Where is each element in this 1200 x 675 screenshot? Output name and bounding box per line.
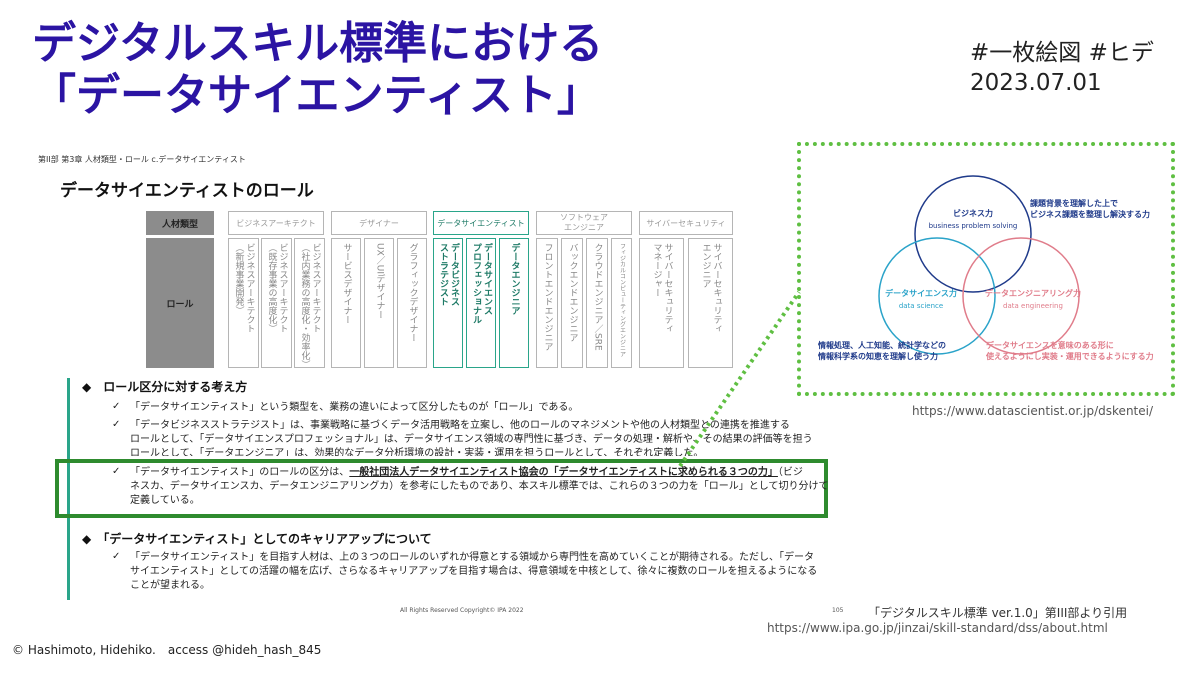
venn-note-business: 課題背景を理解した上で ビジネス課題を整理し解決する力: [1030, 199, 1150, 219]
citation-line-2: https://www.ipa.go.jp/jinzai/skill-stand…: [767, 621, 1108, 635]
bullet-text: 「データサイエンティスト」を目指す人材は、上の３つのロールのいずれか得意とする領…: [130, 552, 814, 563]
venn-note-science: 情報処理、人工知能、統計学などの 情報科学系の知恵を理解し使う力: [818, 341, 946, 361]
venn-box: [797, 142, 1175, 396]
bullet-text: サイエンティスト」としての活躍の幅を広げ、さらなるキャリアアップを目指す場合は、…: [130, 566, 818, 577]
bullet-text: ロールとして、「データエンジニア」は、効果的なデータ分析環境の設計・実装・運用を…: [130, 448, 704, 456]
role-box: フロントエンドエンジニア: [536, 238, 558, 368]
page-number: 105: [832, 607, 844, 614]
role-label: ビジネスアーキテクト （新規事業開発）: [233, 243, 255, 333]
venn-science-ja: データサイエンス力: [885, 288, 957, 298]
venn-science-en: data science: [899, 302, 943, 310]
role-box-data-business-strategist: データビジネス ストラテジスト: [433, 238, 463, 368]
role-label: データエンジニア: [509, 243, 520, 315]
venn-diagram: ビジネス力 business problem solving データサイエンス力…: [878, 175, 1081, 355]
highlight-text-pre: 「データサイエンティスト」のロールの区分は、: [130, 467, 350, 478]
dss-source-url: https://www.datascientist.or.jp/dskentei…: [912, 404, 1154, 418]
role-label: クラウドエンジニア／SRE: [592, 243, 603, 351]
circle-business: [914, 175, 1032, 293]
highlight-text-post: （ビジ: [777, 467, 803, 478]
bullet-text: ロールとして、「データサイエンスプロフェッショナル」は、データサイエンス領域の専…: [130, 434, 813, 445]
venn-engineering-ja: データエンジニアリング力: [985, 288, 1081, 298]
roles-heading: データサイエンティストのロール: [60, 181, 314, 201]
role-label: ビジネスアーキテクト （社内業務の高度化・効率化）: [299, 243, 321, 369]
role-box: ビジネスアーキテクト （新規事業開発）: [228, 238, 259, 368]
row-label-type: 人材類型: [146, 211, 214, 235]
role-box: クラウドエンジニア／SRE: [586, 238, 608, 368]
role-label: サイバーセキュリティ エンジニア: [700, 243, 722, 333]
venn-engineering-en: data engineering: [1003, 302, 1063, 310]
tags-block: #一枚絵図 #ヒデ 2023.07.01: [970, 38, 1154, 98]
role-box: ビジネスアーキテクト （既存事業の高度化）: [261, 238, 292, 368]
date: 2023.07.01: [970, 70, 1102, 96]
role-label: UX／UIデザイナー: [374, 243, 385, 319]
role-box: サービスデザイナー: [331, 238, 361, 368]
check-icon: ✓: [112, 551, 121, 562]
role-label: データビジネス ストラテジスト: [438, 243, 459, 306]
role-box-data-engineer: データエンジニア: [499, 238, 529, 368]
role-box-data-science-professional: データサイエンス プロフェッショナル: [466, 238, 496, 368]
role-box: フィジカルコンピューティングエンジニア: [611, 238, 632, 368]
section-title-role-division: ◆ ロール区分に対する考え方: [82, 380, 248, 394]
highlight-box: [55, 459, 828, 518]
category-cyber-security: サイバーセキュリティ: [639, 211, 733, 235]
check-icon: ✓: [112, 466, 121, 477]
bullet-text: ことが望まれる。: [130, 580, 210, 591]
check-icon: ✓: [112, 401, 121, 412]
title-line-2: 「データサイエンティスト」: [32, 70, 601, 121]
category-data-scientist: データサイエンティスト: [433, 211, 529, 235]
highlight-line-2: ネスカ、データサイエンスカ、データエンジニアリングカ）を参考にしたものであり、本…: [130, 481, 829, 492]
category-business-architect: ビジネスアーキテクト: [228, 211, 324, 235]
category-designer: デザイナー: [331, 211, 427, 235]
title-line-1: デジタルスキル標準における: [32, 18, 604, 69]
venn-note-engineering: データサイエンスを意味のある形に 使えるようにし実装・運用できるようにする力: [986, 341, 1154, 361]
role-box: グラフィックデザイナー: [397, 238, 427, 368]
role-label: バックエンドエンジニア: [567, 243, 578, 342]
role-box: UX／UIデザイナー: [364, 238, 394, 368]
role-label: ビジネスアーキテクト （既存事業の高度化）: [266, 243, 288, 333]
bullet-text: 「データビジネスストラテジスト」は、事業戦略に基づくデータ活用戦略を立案し、他の…: [130, 420, 790, 431]
venn-business-ja: ビジネス力: [953, 208, 993, 218]
citation-line-1: 「デジタルスキル標準 ver.1.0」第III部より引用: [868, 606, 1128, 620]
highlight-line-1: 「データサイエンティスト」のロールの区分は、一般社団法人データサイエンティスト協…: [130, 466, 803, 480]
section-accent-bar: [67, 378, 70, 600]
role-label: グラフィックデザイナー: [407, 243, 418, 342]
venn-business-en: business problem solving: [929, 222, 1018, 230]
bullet-text: 「データサイエンティスト」という類型を、業務の違いによって区分したものが「ロール…: [130, 402, 579, 413]
circle-engineering: [962, 237, 1080, 355]
role-label: フロントエンドエンジニア: [542, 243, 553, 351]
highlight-text-bold: 一般社団法人データサイエンティスト協会の「データサイエンティストに求められる３つ…: [349, 467, 778, 478]
role-label: データサイエンス プロフェッショナル: [471, 243, 492, 324]
role-label: サイバーセキュリティ マネージャー: [651, 243, 673, 333]
breadcrumb: 第II部 第3章 人材類型・ロール c.データサイエンティスト: [38, 155, 246, 164]
role-box: サイバーセキュリティ マネージャー: [639, 238, 684, 368]
category-software-engineer: ソフトウェア エンジニア: [536, 211, 632, 235]
copyright: © Hashimoto, Hidehiko. access @hideh_has…: [12, 643, 322, 657]
footer-rights: All Rights Reserved Copyright© IPA 2022: [400, 607, 524, 614]
role-label: フィジカルコンピューティングエンジニア: [618, 243, 626, 357]
role-box: ビジネスアーキテクト （社内業務の高度化・効率化）: [294, 238, 325, 369]
hashtags: #一枚絵図 #ヒデ: [970, 40, 1154, 66]
check-icon: ✓: [112, 419, 121, 430]
page-title: デジタルスキル標準における 「データサイエンティスト」: [32, 18, 603, 122]
highlight-line-3: 定義している。: [130, 495, 200, 506]
section-title-career-up: ◆ 「データサイエンティスト」としてのキャリアアップについて: [82, 532, 432, 546]
role-box: サイバーセキュリティ エンジニア: [688, 238, 733, 368]
role-label: サービスデザイナー: [341, 243, 352, 324]
role-box: バックエンドエンジニア: [561, 238, 583, 368]
circle-science: [878, 237, 996, 355]
row-label-role: ロール: [146, 238, 214, 368]
